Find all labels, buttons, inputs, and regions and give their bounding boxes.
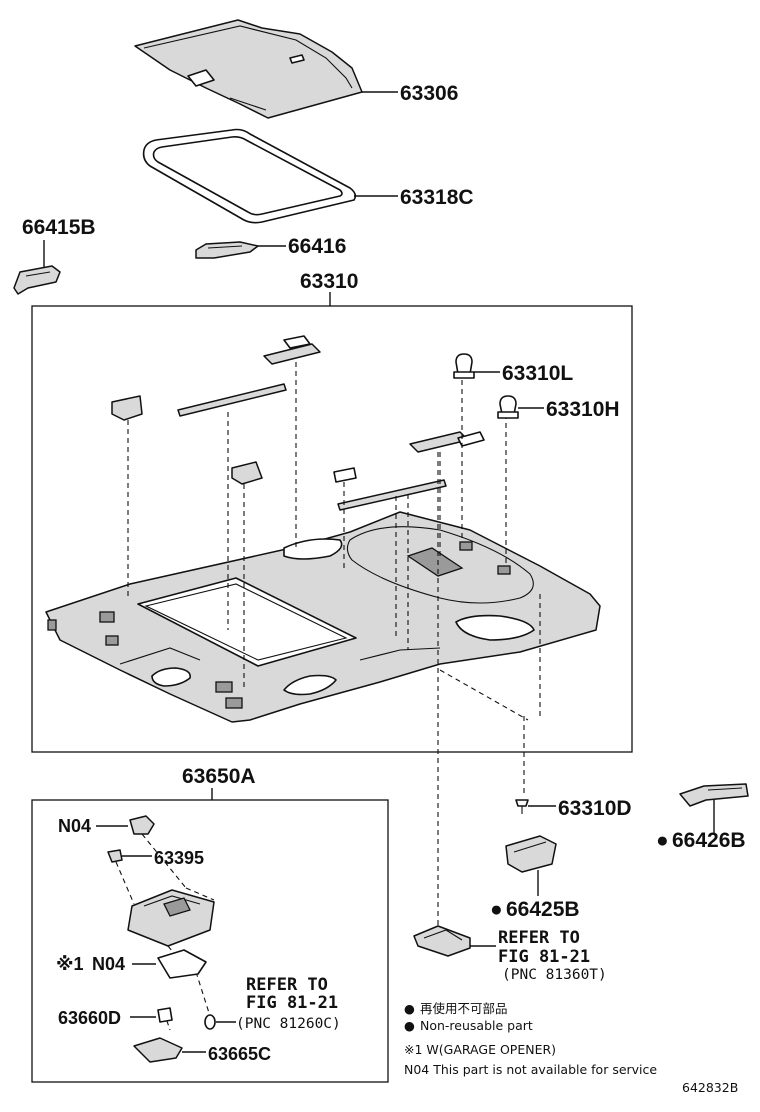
- refer-right-line1: REFER TO: [498, 928, 580, 948]
- bracket-66415B-drawing: [13, 265, 61, 295]
- callout-66425B: 66425B: [506, 898, 580, 921]
- map-lamp-drawing: [413, 925, 471, 957]
- pads-and-strips-drawing: [111, 335, 485, 511]
- clip-63660D-drawing: [157, 1007, 173, 1023]
- callout-63318C: 63318C: [400, 186, 474, 209]
- clip-66426B-drawing: [679, 783, 749, 807]
- callout-63306: 63306: [400, 82, 458, 105]
- callout-63665C: 63665C: [208, 1044, 271, 1064]
- callout-66415B: 66415B: [22, 216, 96, 239]
- callout-N04-lower: N04: [92, 954, 125, 974]
- callout-66426B: 66426B: [672, 829, 746, 852]
- refer-left-line2: FIG 81-21: [246, 993, 338, 1013]
- clip-N04-top-drawing: [129, 815, 155, 835]
- callout-63310D: 63310D: [558, 797, 632, 820]
- sunroof-seal-63318C-drawing: [142, 128, 357, 224]
- cover-63665C-drawing: [133, 1037, 183, 1063]
- legend-bullet-en: ●: [404, 1018, 415, 1033]
- legend-jp-nonreusable: 再使用不可部品: [420, 1001, 508, 1016]
- figure-id: 642832B: [682, 1080, 738, 1095]
- clip-63310H-drawing: [497, 395, 519, 419]
- callout-66416: 66416: [288, 235, 346, 258]
- headliner-63310-drawing: [45, 511, 601, 723]
- callout-63310: 63310: [300, 270, 358, 293]
- refer-left-line3: (PNC 81260C): [236, 1016, 341, 1032]
- overhead-console-box: [31, 799, 389, 1083]
- callout-63310H: 63310H: [546, 398, 620, 421]
- clip-66416-drawing: [195, 241, 259, 259]
- callout-63660D: 63660D: [58, 1008, 121, 1028]
- clip-63395-drawing: [107, 849, 123, 863]
- screw-63310D-drawing: [515, 799, 529, 814]
- refer-right-line2: FIG 81-21: [498, 947, 590, 967]
- bullet-66425B: ●: [490, 898, 503, 921]
- refer-right-line3: (PNC 81360T): [502, 967, 607, 983]
- console-lamp-drawing: [127, 889, 215, 947]
- callout-63650A: 63650A: [182, 765, 256, 788]
- cover-66425B-drawing: [505, 835, 557, 873]
- callout-N04-top: N04: [58, 816, 91, 836]
- refer-left-line1: REFER TO: [246, 975, 328, 995]
- legend-en-nonreusable: Non-reusable part: [420, 1018, 533, 1033]
- callout-63395: 63395: [154, 848, 204, 868]
- bulb-drawing: [204, 1014, 216, 1030]
- legend-bullet-jp: ●: [404, 1001, 415, 1016]
- callout-63310L: 63310L: [502, 362, 573, 385]
- bullet-66426B: ●: [656, 829, 669, 852]
- headlining-assembly-box: [31, 305, 633, 753]
- legend-note-garage-opener: ※1 W(GARAGE OPENER): [404, 1042, 556, 1057]
- legend-note-n04: N04 This part is not available for servi…: [404, 1062, 657, 1077]
- clip-63310L-drawing: [453, 353, 475, 379]
- sunshade-63306-drawing: [134, 19, 363, 119]
- headliner-dashed-guides: [127, 362, 541, 721]
- note-mark-N04: ※1: [56, 954, 84, 974]
- garage-opener-N04-drawing: [157, 949, 207, 979]
